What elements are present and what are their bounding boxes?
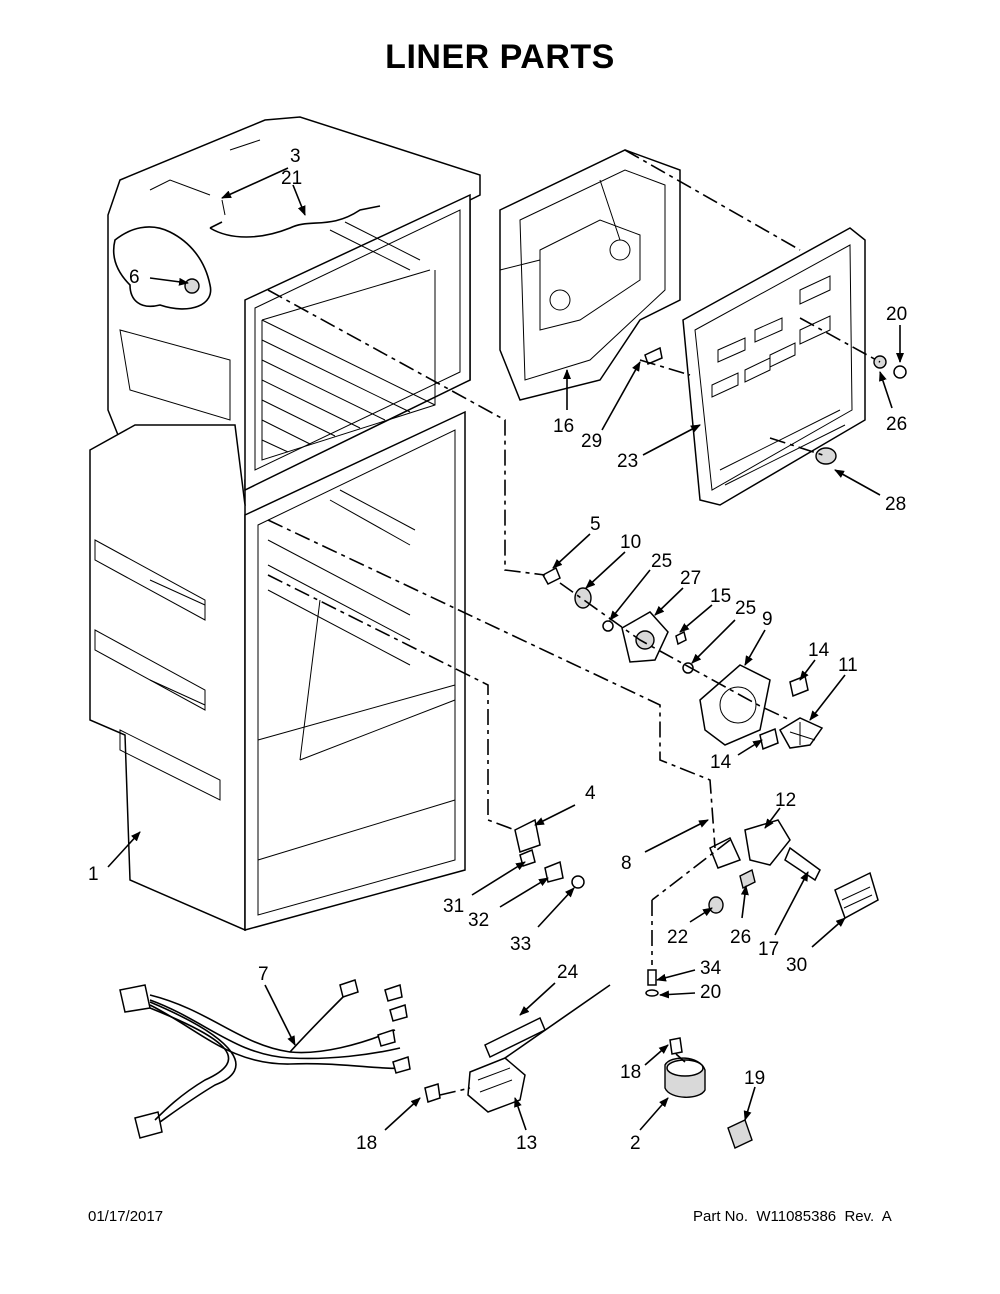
callout-20-bottom: 20	[700, 982, 721, 1003]
callout-34: 34	[700, 958, 722, 979]
callout-28: 28	[885, 494, 906, 515]
callout-19: 19	[744, 1068, 765, 1089]
air-duct-part-16	[499, 149, 681, 401]
control-housing-parts	[645, 819, 879, 997]
callout-29: 29	[581, 431, 602, 452]
assembly-lines	[267, 149, 881, 1096]
knob-and-clip	[664, 1037, 753, 1149]
callout-14-b: 14	[710, 752, 732, 773]
damper-parts	[514, 818, 585, 889]
callout-11: 11	[838, 655, 858, 676]
callout-26-bottom: 26	[730, 927, 751, 948]
callout-22: 22	[667, 927, 688, 948]
fan-assembly	[541, 566, 824, 751]
control-part-13	[424, 984, 611, 1113]
callout-labels: 3 21 6 16 29 23 20 26 28 5 10 25 27 15 2…	[88, 146, 907, 1154]
callout-23: 23	[617, 451, 638, 472]
callout-12: 12	[775, 790, 796, 811]
callout-8: 8	[621, 853, 632, 874]
callout-6: 6	[129, 267, 140, 288]
callout-15: 15	[710, 586, 731, 607]
footer-date: 01/17/2017	[88, 1208, 164, 1225]
callout-33: 33	[510, 934, 531, 955]
callout-25-b: 25	[735, 598, 756, 619]
callout-14-a: 14	[808, 640, 830, 661]
callout-25-a: 25	[651, 551, 672, 572]
callout-18-left: 18	[356, 1133, 377, 1154]
wire-harness-part-7	[119, 979, 411, 1139]
page-title: LINER PARTS	[385, 38, 615, 76]
callout-32: 32	[468, 910, 489, 931]
callout-26-top: 26	[886, 414, 907, 435]
callout-31: 31	[443, 896, 464, 917]
back-panel-hardware	[644, 346, 907, 465]
callout-16: 16	[553, 416, 574, 437]
callout-10: 10	[620, 532, 641, 553]
callout-leaders	[107, 167, 904, 1131]
callout-7: 7	[258, 964, 269, 985]
callout-21: 21	[281, 168, 302, 189]
callout-27: 27	[680, 568, 701, 589]
callout-4: 4	[585, 783, 596, 804]
callout-24: 24	[557, 962, 579, 983]
callout-18-right: 18	[620, 1062, 641, 1083]
callout-9: 9	[762, 609, 773, 630]
callout-13: 13	[516, 1133, 537, 1154]
callout-17: 17	[758, 939, 779, 960]
callout-30: 30	[786, 955, 807, 976]
callout-20-top: 20	[886, 304, 907, 325]
callout-5: 5	[590, 514, 601, 535]
footer-part-number: Part No. W11085386 Rev. A	[693, 1208, 892, 1225]
callout-2: 2	[630, 1133, 641, 1154]
fresh-food-liner	[89, 410, 466, 932]
freezer-liner	[107, 116, 481, 506]
callout-1: 1	[88, 864, 99, 885]
callout-3: 3	[290, 146, 301, 167]
back-panel-part-23	[682, 227, 866, 506]
